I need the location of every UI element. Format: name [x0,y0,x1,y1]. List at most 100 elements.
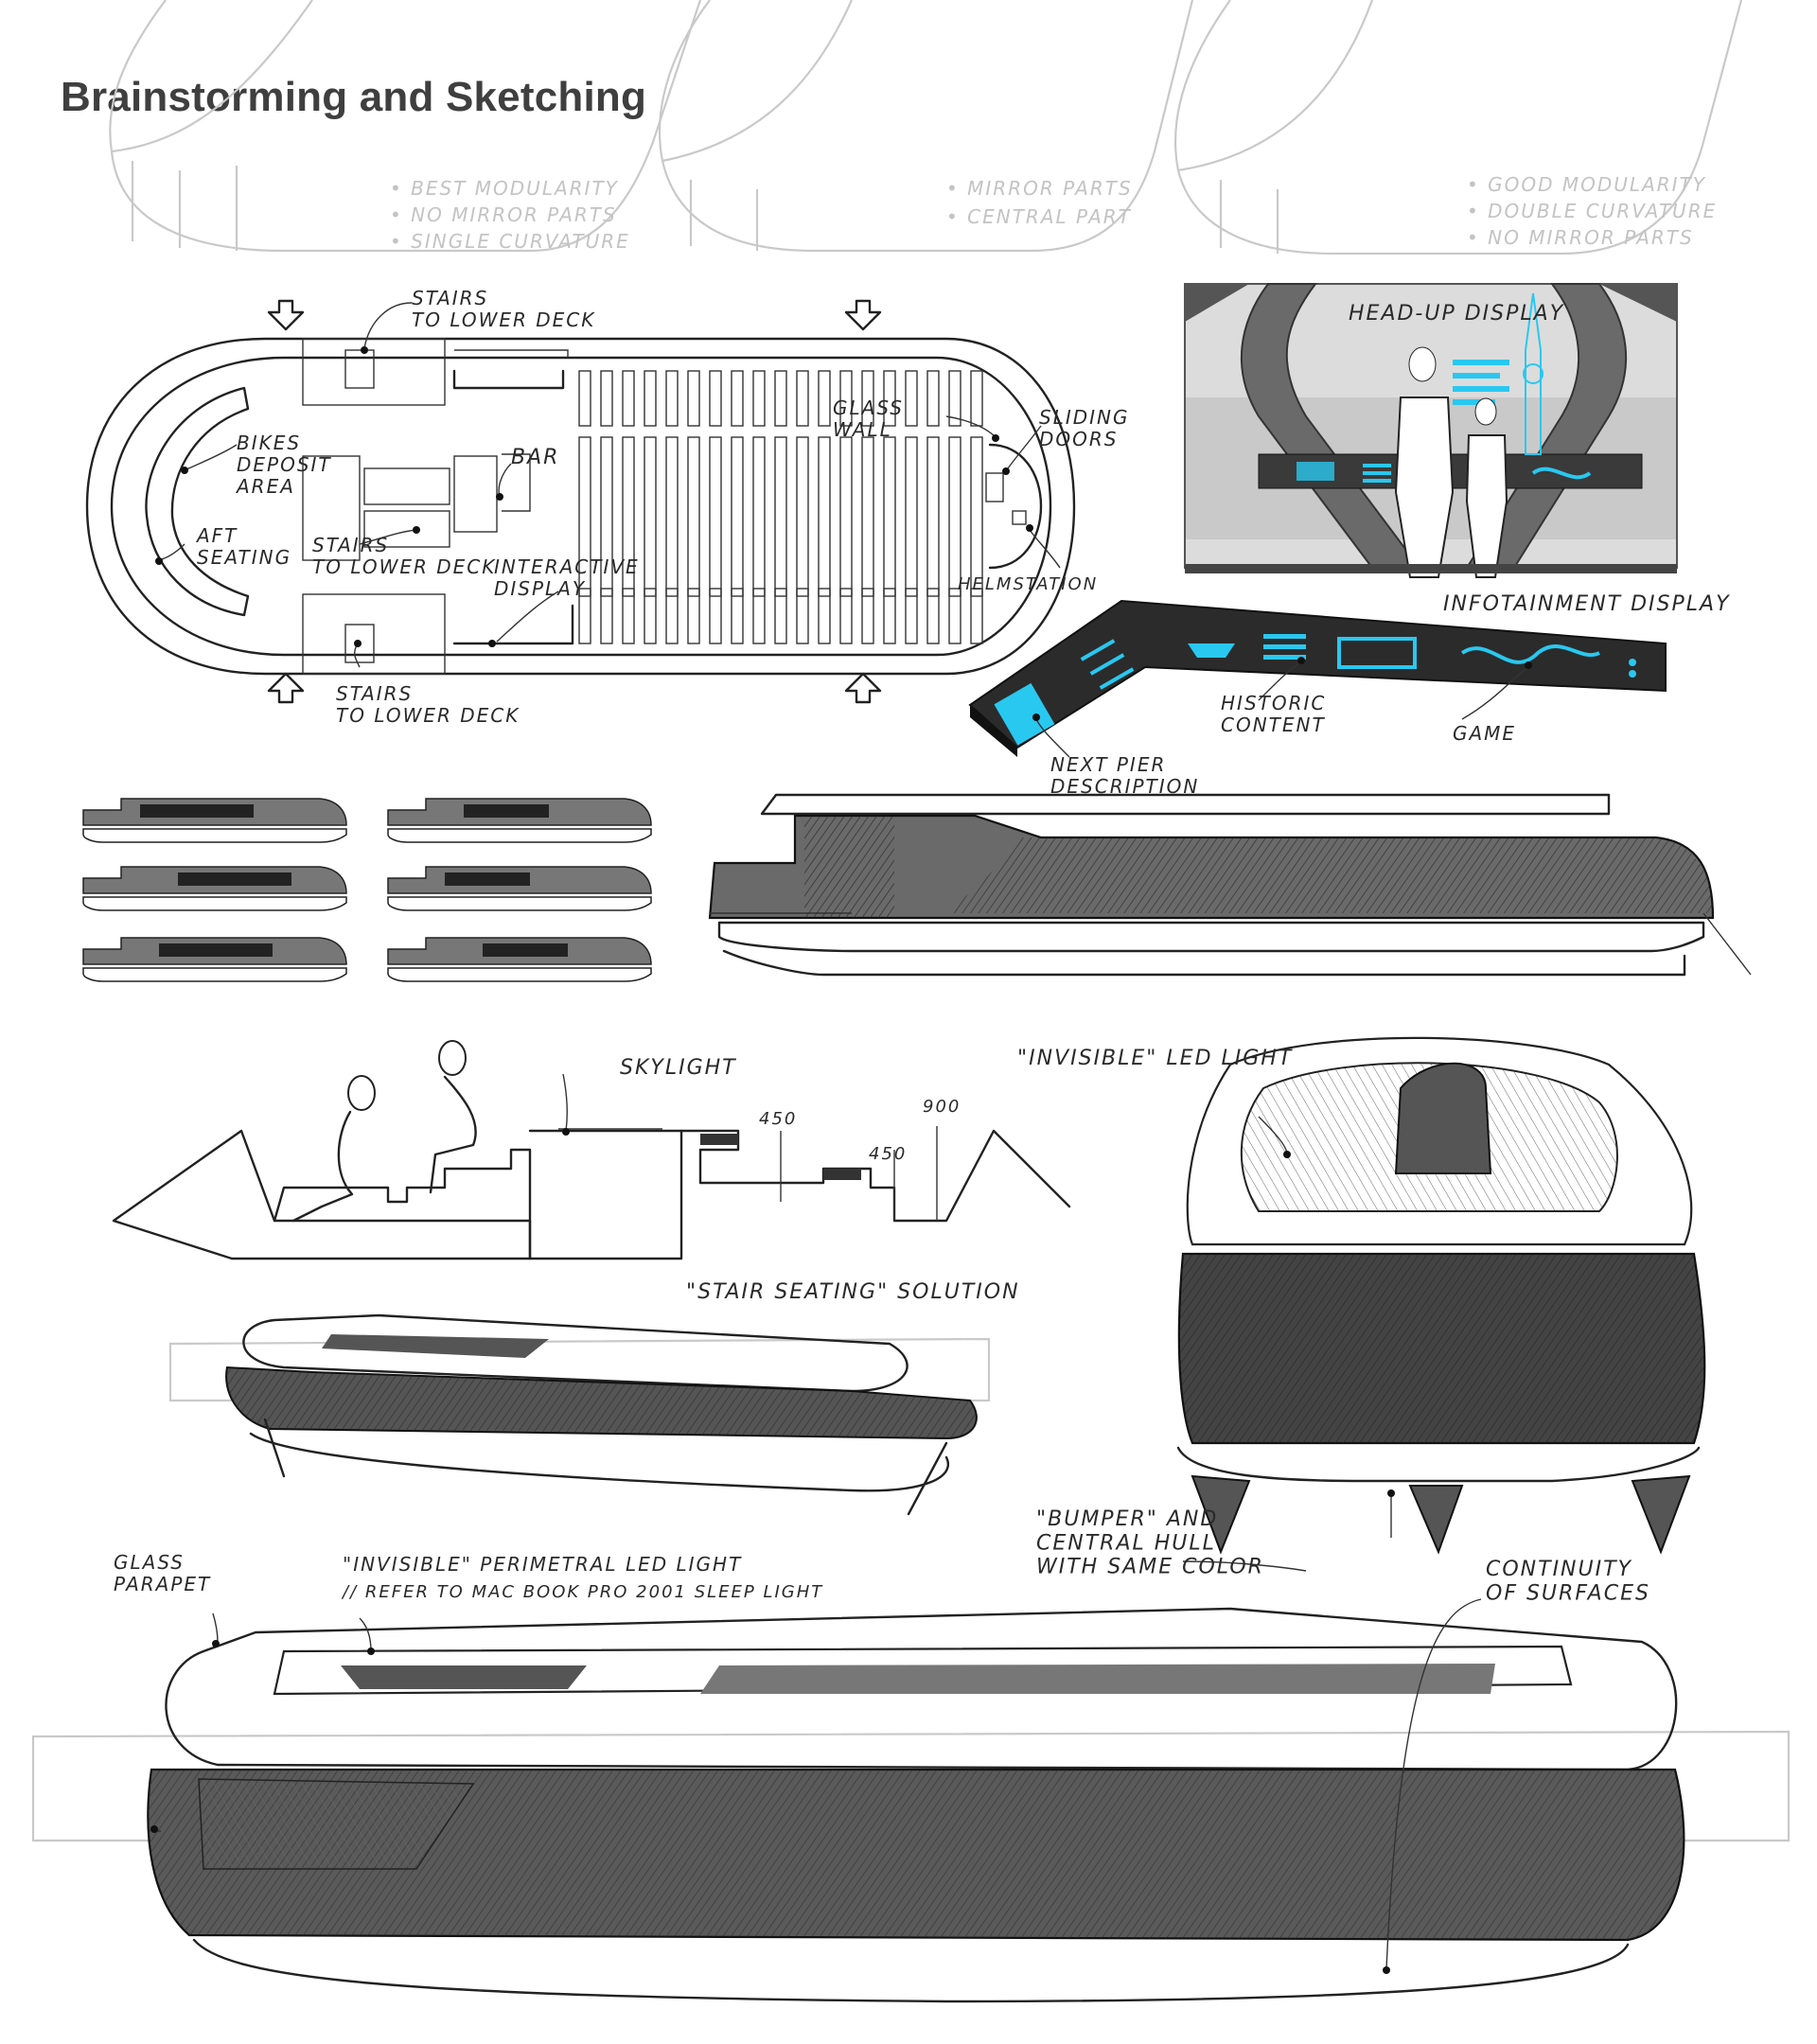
bench-seat [970,370,983,427]
bench-seat [970,436,983,597]
thumbnail-variant [82,798,347,843]
label-dim-900: 900 [923,1097,961,1117]
bench-seat [644,436,657,597]
bench-rows [578,370,983,644]
bench-seat [731,436,744,597]
bench-seat [926,370,940,427]
bench-seat [905,370,918,427]
bench-seat [622,436,635,597]
bench-seat [774,588,787,644]
concept-3-note-2: • DOUBLE CURVATURE [1467,200,1717,222]
concept-1-note-2: • NO MIRROR PARTS [390,203,617,226]
bench-seat [796,370,809,427]
concept-3-note-3: • NO MIRROR PARTS [1467,226,1694,249]
bench-seat [578,588,591,644]
bench-seat [839,588,853,644]
perspective-sketch-front [1176,1036,1706,1555]
bench-seat [600,370,613,427]
concept-notes: • BEST MODULARITY • NO MIRROR PARTS • SI… [390,173,1717,253]
bench-seat [970,588,983,644]
bench-seat [752,370,766,427]
label-stair-seating: "STAIR SEATING" SOLUTION [686,1280,1020,1304]
label-helmstation: HELMSTATION [958,574,1098,594]
bench-seat [818,370,831,427]
bench-seat [861,588,874,644]
perspective-sketch-large [31,1560,1791,2003]
bench-seat [709,588,722,644]
label-perimetral-led: "INVISIBLE" PERIMETRAL LED LIGHT [343,1553,742,1576]
bench-seat [600,588,613,644]
bench-seat [948,436,961,597]
bench-seat [578,436,591,597]
bench-seat [665,436,679,597]
page-title: Brainstorming and Sketching [61,74,647,120]
concept-1-note-3: • SINGLE CURVATURE [390,230,630,253]
bench-seat [818,588,831,644]
bench-seat [926,588,940,644]
bench-seat [905,588,918,644]
bench-seat [839,370,853,427]
concept-sketches [109,0,1743,256]
bench-seat [861,436,874,597]
thumbnail-variant [387,937,652,982]
bench-seat [905,436,918,597]
bench-seat [883,588,896,644]
label-bar: BAR [511,446,559,469]
label-dim-450-a: 450 [759,1109,797,1129]
bench-seat [731,588,744,644]
bench-seat [861,370,874,427]
bench-seat [774,436,787,597]
bench-seat [948,588,961,644]
bench-seat [774,370,787,427]
label-skylight: SKYLIGHT [620,1056,737,1080]
hud-scene [1184,283,1678,578]
bench-seat [883,370,896,427]
thumbnail-variant [387,866,652,911]
bench-seat [687,436,700,597]
hud-callout-lines [1032,657,1532,758]
label-infotainment-display: INFOTAINMENT DISPLAY [1443,592,1731,616]
bench-seat [665,588,679,644]
concept-2-note-2: • CENTRAL PART [946,205,1132,228]
concept-2-note-1: • MIRROR PARTS [946,177,1133,200]
infotainment-display [968,599,1667,757]
thumbnail-variant [82,937,347,982]
label-invisible-led: "INVISIBLE" LED LIGHT [1017,1047,1293,1070]
deck-plan [85,299,1076,704]
side-elevation [708,793,1752,977]
thumbnail-variant [387,798,652,843]
bench-seat [687,370,700,427]
bench-seat [883,436,896,597]
bench-seat [622,370,635,427]
bench-seat [600,436,613,597]
bench-seat [839,436,853,597]
side-elevation-thumbnails [82,798,652,982]
bench-seat [752,588,766,644]
bench-seat [818,436,831,597]
deck-plan-labels [155,302,1061,668]
perspective-sketch-medium [168,1313,991,1516]
bench-seat [622,588,635,644]
label-game: GAME [1453,722,1516,745]
bench-seat [796,436,809,597]
bench-seat [752,436,766,597]
stair-seating-section [112,1040,1071,1260]
bench-seat [926,436,940,597]
concept-1-note-1: • BEST MODULARITY [390,177,619,200]
label-head-up-display: HEAD-UP DISPLAY [1349,302,1564,326]
thumbnail-variant [82,866,347,911]
bench-seat [578,370,591,427]
bench-seat [687,588,700,644]
